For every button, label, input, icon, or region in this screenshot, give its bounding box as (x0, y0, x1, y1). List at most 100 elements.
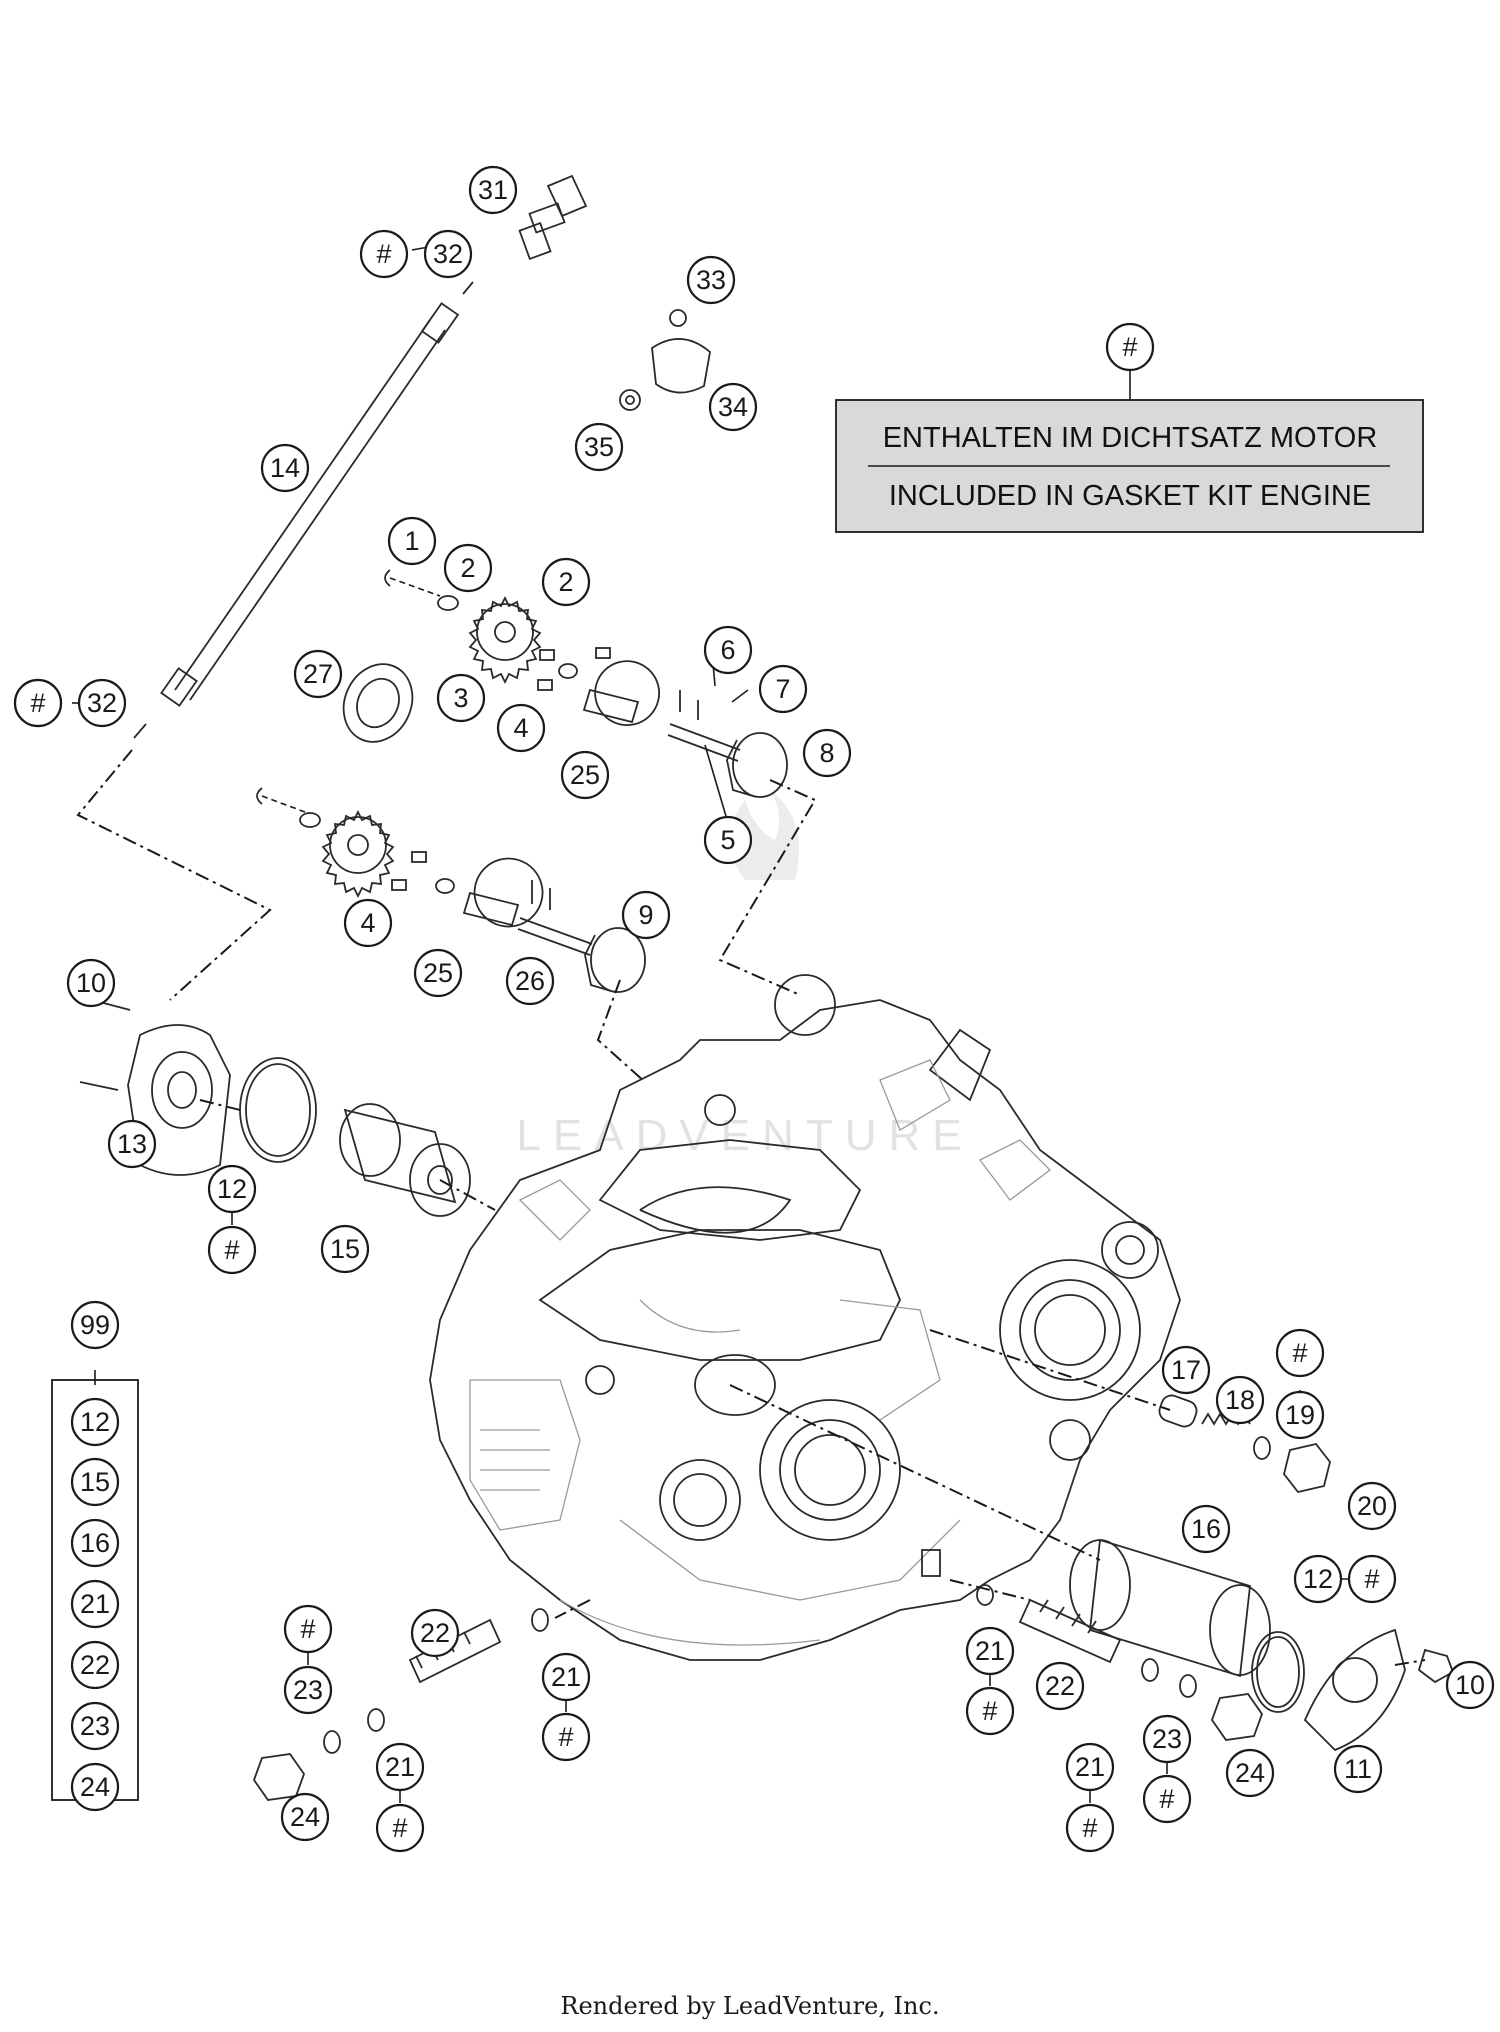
note-line-english: INCLUDED IN GASKET KIT ENGINE (889, 480, 1371, 512)
footer-credit: Rendered by LeadVenture, Inc. (560, 1992, 940, 2020)
callout-text: 23 (1152, 1724, 1182, 1754)
kit-item-text: 23 (80, 1711, 110, 1741)
callout-text: 21 (551, 1662, 581, 1692)
callout-text: 18 (1225, 1385, 1255, 1415)
callout: # (283, 1604, 333, 1654)
callout-text: 17 (1171, 1355, 1201, 1385)
callout-text: 2 (460, 553, 475, 583)
callout: 1 (387, 516, 437, 566)
kit-label: 99 (70, 1300, 120, 1350)
kit-item-text: 16 (80, 1528, 110, 1558)
callout: 34 (708, 382, 758, 432)
callouts: 31 # 32 33 34 35 14 # 1 2 2 6 7 27 3 4 2… (13, 165, 1495, 1853)
callout: 3 (436, 673, 486, 723)
callout-text: # (376, 239, 391, 269)
kit-item: 23 (70, 1701, 120, 1751)
kit-item: 22 (70, 1640, 120, 1690)
callout-text: # (300, 1614, 315, 1644)
callout-text: 26 (515, 966, 545, 996)
callout-text: # (1292, 1338, 1307, 1368)
callout: 23 (1142, 1714, 1192, 1764)
kit-label-text: 99 (80, 1310, 110, 1340)
callout-text: 8 (819, 738, 834, 768)
callout: 10 (66, 958, 116, 1008)
kit-item-text: 22 (80, 1650, 110, 1680)
callout: 15 (320, 1224, 370, 1274)
kit-item-text: 21 (80, 1589, 110, 1619)
watermark: LEADVENTURE (516, 790, 973, 1160)
callout-text: 32 (87, 688, 117, 718)
callout: 14 (260, 443, 310, 493)
callout: 33 (686, 255, 736, 305)
callout: 26 (505, 956, 555, 1006)
callout: 9 (621, 890, 671, 940)
callout-text: 7 (775, 674, 790, 704)
callout: # (1065, 1803, 1115, 1853)
callout-text: 25 (423, 958, 453, 988)
callout: # (13, 678, 63, 728)
callout-text: 9 (638, 900, 653, 930)
callout-text: 14 (270, 453, 300, 483)
callout: 17 (1161, 1345, 1211, 1395)
callout-text: # (1364, 1564, 1379, 1594)
callout: # (965, 1686, 1015, 1736)
callout-text: # (982, 1696, 997, 1726)
note-marker-text: # (1122, 332, 1137, 362)
callout: 32 (423, 229, 473, 279)
callout-text: 21 (975, 1636, 1005, 1666)
watermark-text: LEADVENTURE (516, 1111, 973, 1160)
callout: 23 (283, 1665, 333, 1715)
engine-crankcase (429, 974, 1181, 1661)
callout-text: # (392, 1813, 407, 1843)
callout-text: # (224, 1235, 239, 1265)
callout-text: # (30, 688, 45, 718)
callout-text: 31 (478, 175, 508, 205)
callout-text: 21 (385, 1752, 415, 1782)
callout-text: 15 (330, 1234, 360, 1264)
callout: # (541, 1712, 591, 1762)
callout: 5 (703, 815, 753, 865)
callout-text: 3 (453, 683, 468, 713)
callout: 2 (541, 557, 591, 607)
callout-text: 22 (1045, 1671, 1075, 1701)
callout: 22 (1035, 1661, 1085, 1711)
callout-text: 13 (117, 1129, 147, 1159)
callout: 11 (1333, 1744, 1383, 1794)
callout: 31 (468, 165, 518, 215)
kit-item: 16 (70, 1518, 120, 1568)
callout: 6 (703, 625, 753, 675)
kit-item: 15 (70, 1457, 120, 1507)
callout-text: 12 (1303, 1564, 1333, 1594)
callout: 21 (541, 1652, 591, 1702)
callout: 4 (496, 703, 546, 753)
callout-text: 24 (290, 1802, 320, 1832)
kit-99-box: 99 12 15 16 21 22 23 24 (51, 1300, 139, 1812)
callout-text: 11 (1344, 1754, 1372, 1784)
callout: 18 (1215, 1375, 1265, 1425)
callout: 12 (207, 1164, 257, 1214)
callout: # (1275, 1328, 1325, 1378)
callout: 22 (410, 1608, 460, 1658)
callout: 10 (1445, 1660, 1495, 1710)
callout: # (375, 1803, 425, 1853)
callout: 13 (107, 1119, 157, 1169)
note-marker: # (1105, 322, 1155, 372)
callout: 19 (1275, 1390, 1325, 1440)
callout-text: 19 (1285, 1400, 1315, 1430)
callout: 25 (560, 750, 610, 800)
callout: 20 (1347, 1481, 1397, 1531)
callout-text: 22 (420, 1618, 450, 1648)
callout-text: 23 (293, 1675, 323, 1705)
callout: 35 (574, 422, 624, 472)
callout: 32 (77, 678, 127, 728)
kit-item-text: 12 (80, 1407, 110, 1437)
callout: # (1347, 1554, 1397, 1604)
kit-item: 21 (70, 1579, 120, 1629)
callout-text: 24 (1235, 1758, 1265, 1788)
callout: # (1142, 1774, 1192, 1824)
callout: 21 (1065, 1742, 1115, 1792)
callout-text: 2 (558, 567, 573, 597)
callout: 16 (1181, 1504, 1231, 1554)
callout: 2 (443, 543, 493, 593)
